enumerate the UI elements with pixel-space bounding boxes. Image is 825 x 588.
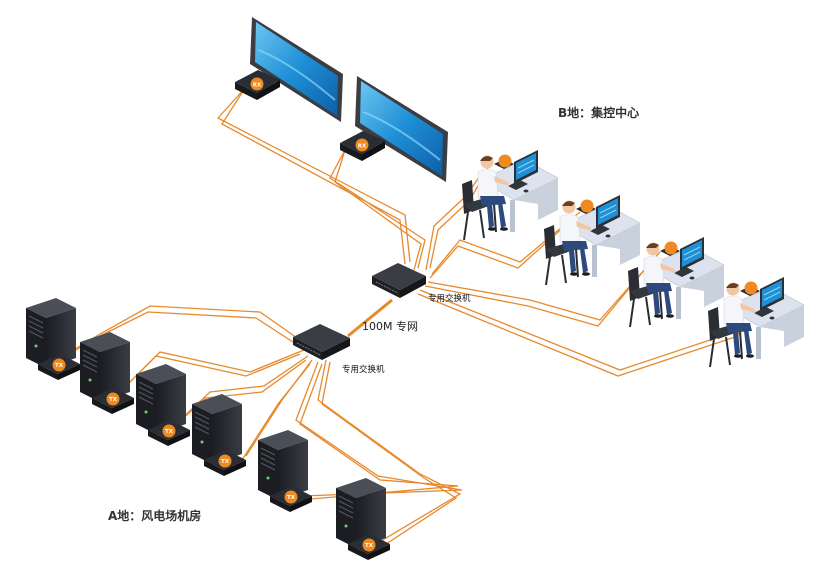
server-3: TX <box>136 364 190 446</box>
cable-display-2 <box>221 87 406 265</box>
rx-badge-1-label: RX <box>253 83 262 89</box>
cable-srv-5b <box>299 363 459 501</box>
server-1: TX <box>26 298 80 380</box>
receiver-box-1: RX <box>235 70 280 100</box>
cable-display-4 <box>334 149 422 271</box>
link-label: 100M 专网 <box>362 320 418 333</box>
transmitter-box-5: TX <box>270 486 312 512</box>
display-right <box>355 76 448 182</box>
workstation-3 <box>628 237 725 328</box>
cable-ws-3b <box>424 255 657 327</box>
switch-upper-label: 专用交换机 <box>428 294 471 304</box>
transmitter-box-6: TX <box>348 534 390 560</box>
switch-lower <box>293 324 350 360</box>
cable-srv-5 <box>295 361 463 497</box>
tx-badge-2-label: TX <box>109 397 118 403</box>
tx-badge-1 <box>52 358 66 372</box>
ws-rx-badge-3 <box>664 241 678 255</box>
server-5: TX <box>258 430 312 512</box>
tx-badge-6-label: TX <box>365 543 374 549</box>
cable-srv-6 <box>317 359 462 545</box>
tx-badge-3-label: TX <box>165 429 174 435</box>
cable-srv-6b <box>321 361 458 549</box>
ws-rx-badge-1 <box>498 154 512 168</box>
cable-srv-3b <box>171 359 307 429</box>
server-6: TX <box>336 478 390 560</box>
operator-3 <box>643 242 676 318</box>
cable-ws-4b <box>417 293 743 377</box>
rx-badge-2-label: RX <box>358 144 367 150</box>
operator-4 <box>723 282 756 358</box>
ws-rx-badge-2 <box>580 199 594 213</box>
rx-badge-2 <box>355 138 369 152</box>
workstation-2 <box>544 195 641 286</box>
receiver-box-2: RX <box>340 131 385 161</box>
transmitter-box-4: TX <box>204 450 246 476</box>
workstations <box>462 150 805 368</box>
server-4: TX <box>192 394 246 476</box>
tx-badge-4 <box>218 454 232 468</box>
switch-upper <box>372 263 426 298</box>
tx-badge-5 <box>284 490 298 504</box>
workstation-1 <box>462 150 559 241</box>
rx-badge-1 <box>250 77 264 91</box>
server-2: TX <box>80 332 134 414</box>
operator-2 <box>559 200 592 276</box>
tx-badge-6 <box>362 538 376 552</box>
tx-badge-2 <box>106 392 120 406</box>
transmitter-box-3: TX <box>148 420 190 446</box>
tx-badge-4-label: TX <box>221 459 230 465</box>
cable-display-3 <box>329 149 426 269</box>
tx-badge-3 <box>162 424 176 438</box>
cable-100m-link <box>347 298 393 338</box>
cable-ws-2 <box>431 211 581 275</box>
cable-srv-4b <box>241 363 311 461</box>
site-b-label: B地：集控中心 <box>558 106 640 120</box>
servers: TX TX TX TX TX TX <box>26 298 390 560</box>
tx-badge-5-label: TX <box>287 495 296 501</box>
operator-1 <box>477 155 510 231</box>
cable-display-1 <box>216 87 411 263</box>
switch-lower-label: 专用交换机 <box>342 365 385 375</box>
transmitter-box-2: TX <box>92 388 134 414</box>
workstation-4 <box>708 277 805 368</box>
tx-badge-1-label: TX <box>55 363 64 369</box>
site-a-label: A地：风电场机房 <box>108 509 202 523</box>
ws-rx-badge-4 <box>744 281 758 295</box>
cable-ws-1b <box>425 169 485 271</box>
display-left <box>250 17 343 122</box>
transmitter-box-1: TX <box>38 354 80 380</box>
